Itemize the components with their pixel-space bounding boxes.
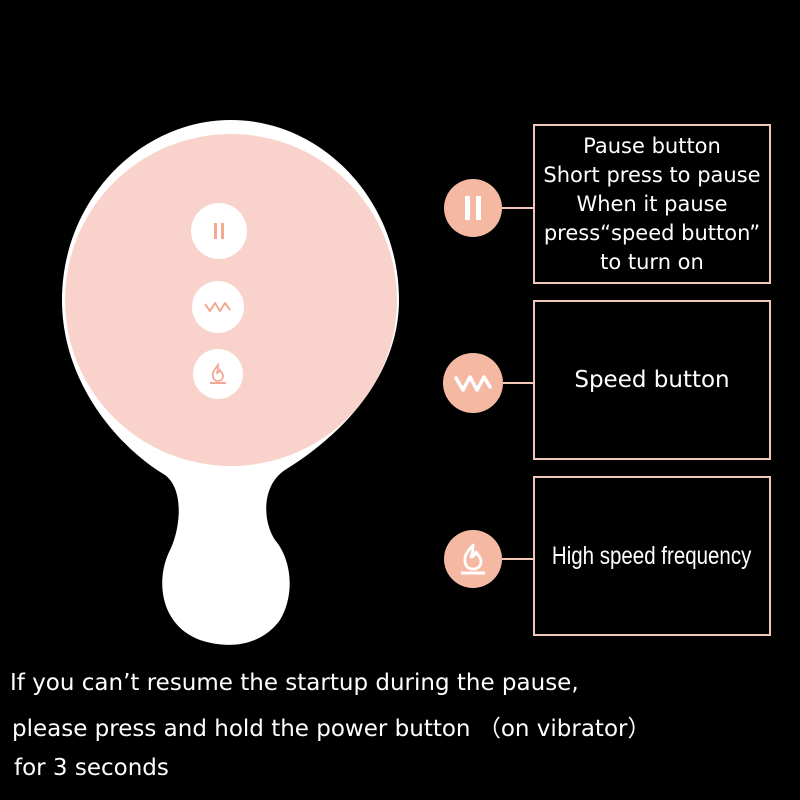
pause-line-4: press“speed button”	[543, 221, 761, 245]
device-speed-button[interactable]	[192, 281, 244, 333]
flame-icon	[210, 362, 226, 384]
callout-speed-icon-badge	[443, 353, 503, 413]
flame-icon	[461, 543, 485, 575]
footnote-line-2: please press and hold the power button （…	[12, 716, 651, 742]
callout-high-speed-icon-badge	[444, 530, 502, 588]
wave-icon	[454, 375, 492, 392]
footnote-line-3: for 3 seconds	[14, 755, 169, 781]
pause-title: Pause button	[583, 134, 721, 158]
pause-icon	[214, 223, 224, 239]
wave-icon	[204, 302, 231, 312]
connector-line	[502, 558, 534, 560]
device-pause-button[interactable]	[191, 203, 247, 259]
footnote-line-1: If you can’t resume the startup during t…	[10, 670, 579, 696]
pause-icon	[465, 196, 481, 220]
callout-pause-icon-badge	[444, 179, 502, 237]
speed-label: Speed button	[574, 367, 730, 393]
high-speed-label: High speed frequency	[552, 541, 752, 570]
pause-line-3: When it pause	[576, 192, 728, 216]
high-speed-description-box: High speed frequency	[533, 476, 771, 636]
pause-line-2: Short press to pause	[543, 163, 761, 187]
speed-description-box: Speed button	[533, 300, 771, 460]
pause-description-box: Pause button Short press to pause When i…	[533, 124, 771, 284]
connector-line	[502, 207, 534, 209]
pause-line-5: to turn on	[600, 250, 704, 274]
connector-line	[503, 382, 534, 384]
device-high-speed-button[interactable]	[193, 349, 243, 399]
